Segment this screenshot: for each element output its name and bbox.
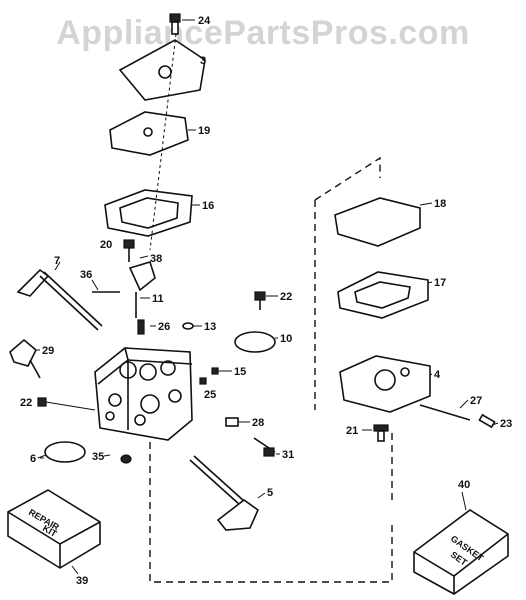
part-31-screw xyxy=(253,437,280,457)
callout-22-upper: 22 xyxy=(280,291,292,303)
part-25-screw xyxy=(199,377,207,385)
leader-lines xyxy=(37,255,149,459)
callout-35: 35 xyxy=(92,451,104,463)
part-39-repair-kit: REPAIR KIT xyxy=(7,489,101,575)
callout-26: 26 xyxy=(158,321,170,333)
callout-25: 25 xyxy=(204,389,216,401)
callout-40: 40 xyxy=(458,479,470,491)
pump-cover xyxy=(118,39,206,101)
callout-27: 27 xyxy=(470,395,482,407)
callout-6: 6 xyxy=(30,453,36,465)
part-24-screw xyxy=(169,13,195,35)
part-36-pin xyxy=(91,279,120,293)
callout-39: 39 xyxy=(76,575,88,587)
callout-4: 4 xyxy=(434,369,441,381)
carburetor-body xyxy=(94,347,193,441)
callout-29: 29 xyxy=(42,345,54,357)
part-5-choke-shaft xyxy=(189,455,266,531)
part-4-metering-body xyxy=(339,355,433,413)
callout-36: 36 xyxy=(80,269,92,281)
callout-21: 21 xyxy=(346,425,358,437)
part-22-screw-upper xyxy=(254,291,278,310)
part-29-fitting xyxy=(9,338,41,379)
part-19-diaphragm xyxy=(109,111,196,156)
part-11-screw xyxy=(135,292,150,318)
callout-22-left: 22 xyxy=(20,397,32,409)
callout-7: 7 xyxy=(54,255,60,267)
part-21-screw xyxy=(362,424,389,442)
part-35-spring xyxy=(120,454,132,464)
callout-3: 3 xyxy=(200,55,206,67)
part-23-screw xyxy=(478,413,499,429)
callout-5: 5 xyxy=(267,487,273,499)
callouts: 24 3 19 16 18 17 20 38 7 36 11 22 26 13 … xyxy=(20,15,512,587)
callout-23: 23 xyxy=(500,418,512,430)
center-axis xyxy=(149,33,177,251)
part-10-disk xyxy=(234,331,278,353)
part-27-needle xyxy=(419,399,471,421)
callout-10: 10 xyxy=(280,333,292,345)
callout-13: 13 xyxy=(204,321,216,333)
part-16-gasket xyxy=(104,189,200,237)
part-40-gasket-set: GASKET SET xyxy=(413,491,509,595)
callout-18: 18 xyxy=(434,198,446,210)
part-28-screw xyxy=(225,417,250,427)
callout-38: 38 xyxy=(150,253,162,265)
callout-28: 28 xyxy=(252,417,264,429)
part-15-pin xyxy=(211,367,232,375)
callout-31: 31 xyxy=(282,449,294,461)
part-13-washer xyxy=(182,322,202,330)
callout-11: 11 xyxy=(152,293,164,305)
part-17-diaphragm xyxy=(337,271,433,319)
gasket-set-boundary xyxy=(149,156,393,583)
callout-19: 19 xyxy=(198,125,210,137)
part-7-throttle-shaft xyxy=(16,268,103,331)
part-38-lever xyxy=(128,261,156,292)
part-22-screw-left xyxy=(37,397,96,411)
part-20-screw xyxy=(123,239,135,262)
part-26-spring xyxy=(137,319,156,335)
callout-24: 24 xyxy=(198,15,211,27)
callout-20: 20 xyxy=(100,239,112,251)
part-6-disk xyxy=(40,441,86,463)
callout-15: 15 xyxy=(234,366,246,378)
callout-16: 16 xyxy=(202,200,214,212)
callout-17: 17 xyxy=(434,277,446,289)
part-18-gasket xyxy=(334,197,433,247)
